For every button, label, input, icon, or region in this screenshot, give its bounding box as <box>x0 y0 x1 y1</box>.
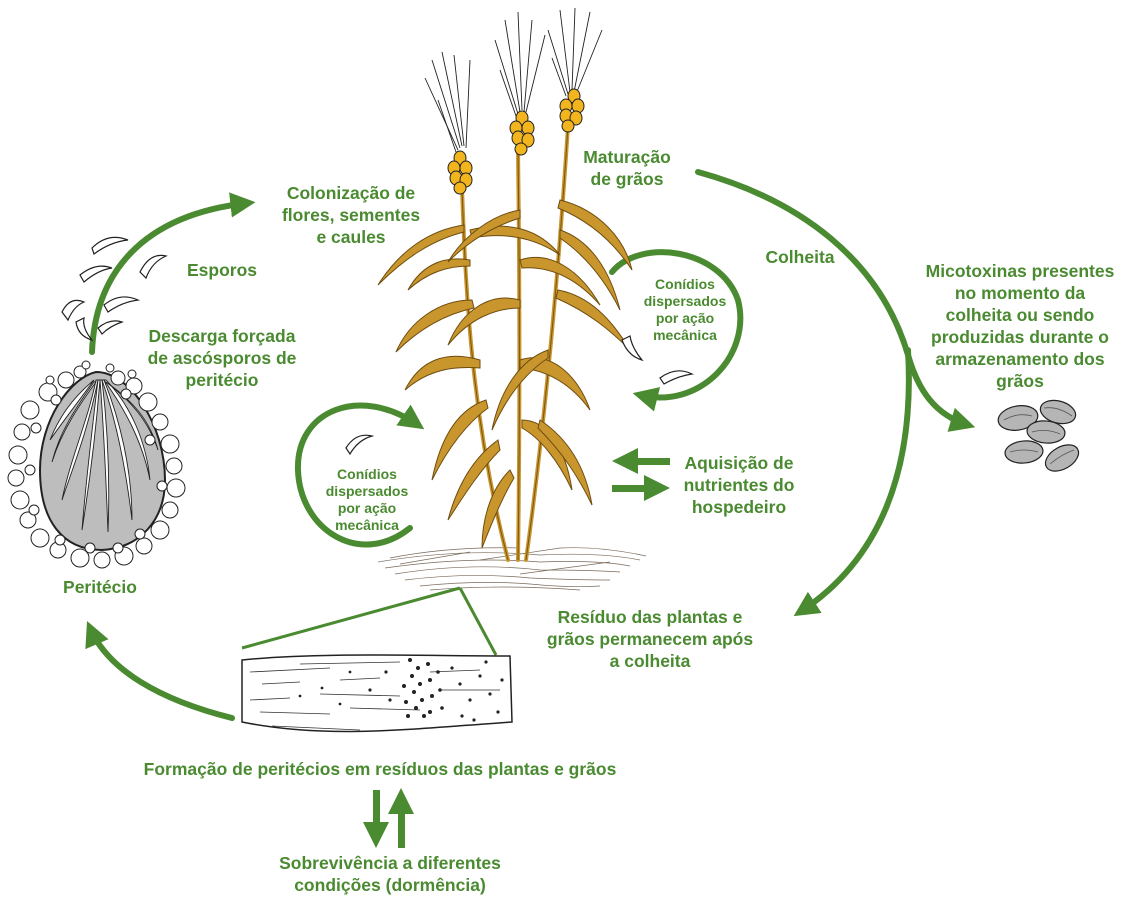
nutrient-exchange-arrows <box>612 448 670 501</box>
residue-stalk-magnified <box>241 586 513 733</box>
label-perithecium: Peritécio <box>63 577 137 597</box>
arrow-to-residue <box>793 347 912 617</box>
label-conidia-right: Conídios dispersados por ação mecânica <box>643 276 727 343</box>
arrow-conidia-right-loop <box>609 249 744 412</box>
label-conidia-left: Conídios dispersados por ação mecânica <box>325 466 409 533</box>
perithecium-illustration <box>7 360 186 569</box>
conidia <box>345 335 694 456</box>
label-residue: Resíduo das plantas e grãos permanecem a… <box>546 607 754 671</box>
label-nutrient-acquisition: Aquisição de nutrientes do hospedeiro <box>683 453 795 517</box>
arrow-to-colonization <box>89 192 256 355</box>
ascospores <box>61 236 168 342</box>
arrow-to-mycotoxins <box>695 169 976 432</box>
perithecia-dots <box>298 658 504 722</box>
wheat-heads <box>447 88 585 195</box>
stored-grains <box>997 399 1080 472</box>
label-forced-discharge: Descarga forçada de ascósporos de perité… <box>147 326 297 390</box>
arrow-conidia-left-loop <box>294 402 425 548</box>
wheat-plant <box>377 7 647 591</box>
label-colonization: Colonização de flores, sementes e caules <box>281 183 421 247</box>
dormancy-exchange-arrows <box>363 788 414 848</box>
label-mycotoxins: Micotoxinas presentes no momento da colh… <box>925 261 1115 391</box>
soil-residue <box>377 547 647 591</box>
label-perithecia-formation: Formação de peritécios em resíduos das p… <box>143 759 617 779</box>
arrow-to-perithecium <box>85 621 235 721</box>
label-survival-dormancy: Sobrevivência a diferentes condições (do… <box>279 853 501 895</box>
label-harvest: Colheita <box>765 247 835 267</box>
cycle-arrows <box>85 169 976 721</box>
label-spores: Esporos <box>186 260 258 280</box>
label-maturation: Maturação de grãos <box>583 147 671 189</box>
